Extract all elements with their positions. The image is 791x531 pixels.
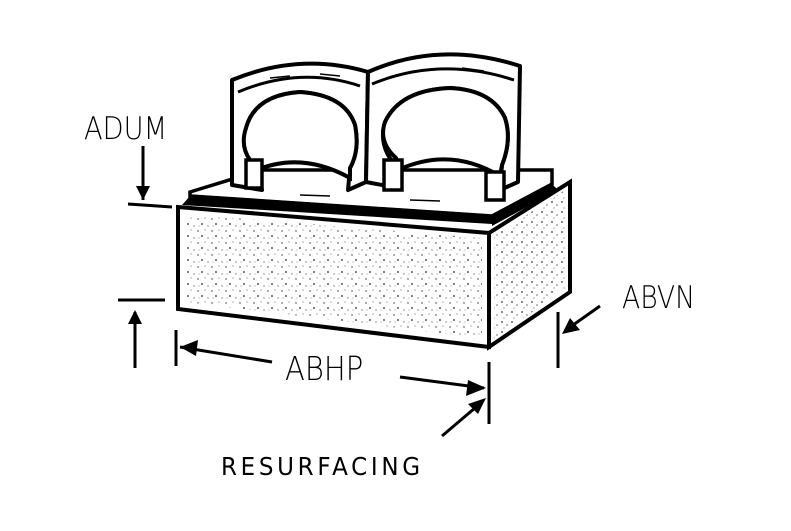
abvn-label: ABVN	[622, 280, 696, 316]
abvn-dimension	[556, 304, 601, 368]
left-brush-holder	[230, 61, 370, 192]
adum-dimension	[127, 146, 173, 209]
resurfacing-leader	[441, 398, 486, 438]
resurfacing-label: RESURFACING	[221, 452, 424, 481]
resurfacing-plate	[182, 168, 558, 226]
right-brush-holder	[364, 52, 522, 202]
adum-label: ADUM	[84, 111, 168, 147]
abhp-label: ABHP	[285, 349, 364, 388]
abhp-dimension	[118, 298, 491, 424]
base-block	[176, 178, 572, 351]
